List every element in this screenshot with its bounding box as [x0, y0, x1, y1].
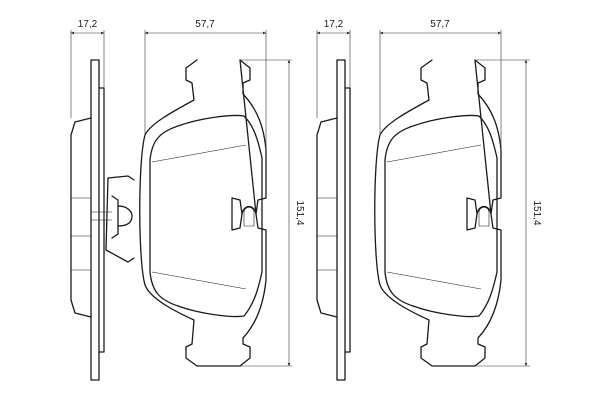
right-pad-side-view — [316, 59, 351, 381]
right-pad-front-view — [374, 59, 502, 367]
left-pad-front-view — [139, 59, 267, 367]
left-width-label: 57,7 — [195, 19, 215, 30]
left-pad-side-view — [70, 59, 112, 381]
left-thickness-label: 17,2 — [78, 19, 98, 30]
left-height-label: 151,4 — [294, 200, 305, 225]
right-brake-pad: 17,2 57,7 151,4 — [316, 19, 542, 381]
right-dimensions: 17,2 57,7 151,4 — [316, 19, 542, 367]
right-width-label: 57,7 — [430, 19, 450, 30]
right-height-label: 151,4 — [531, 200, 542, 225]
right-thickness-label: 17,2 — [324, 19, 344, 30]
spring-clip — [105, 175, 135, 263]
left-dimensions: 17,2 57,7 151,4 — [70, 19, 305, 367]
left-brake-pad: 17,2 57,7 151,4 — [70, 19, 305, 381]
